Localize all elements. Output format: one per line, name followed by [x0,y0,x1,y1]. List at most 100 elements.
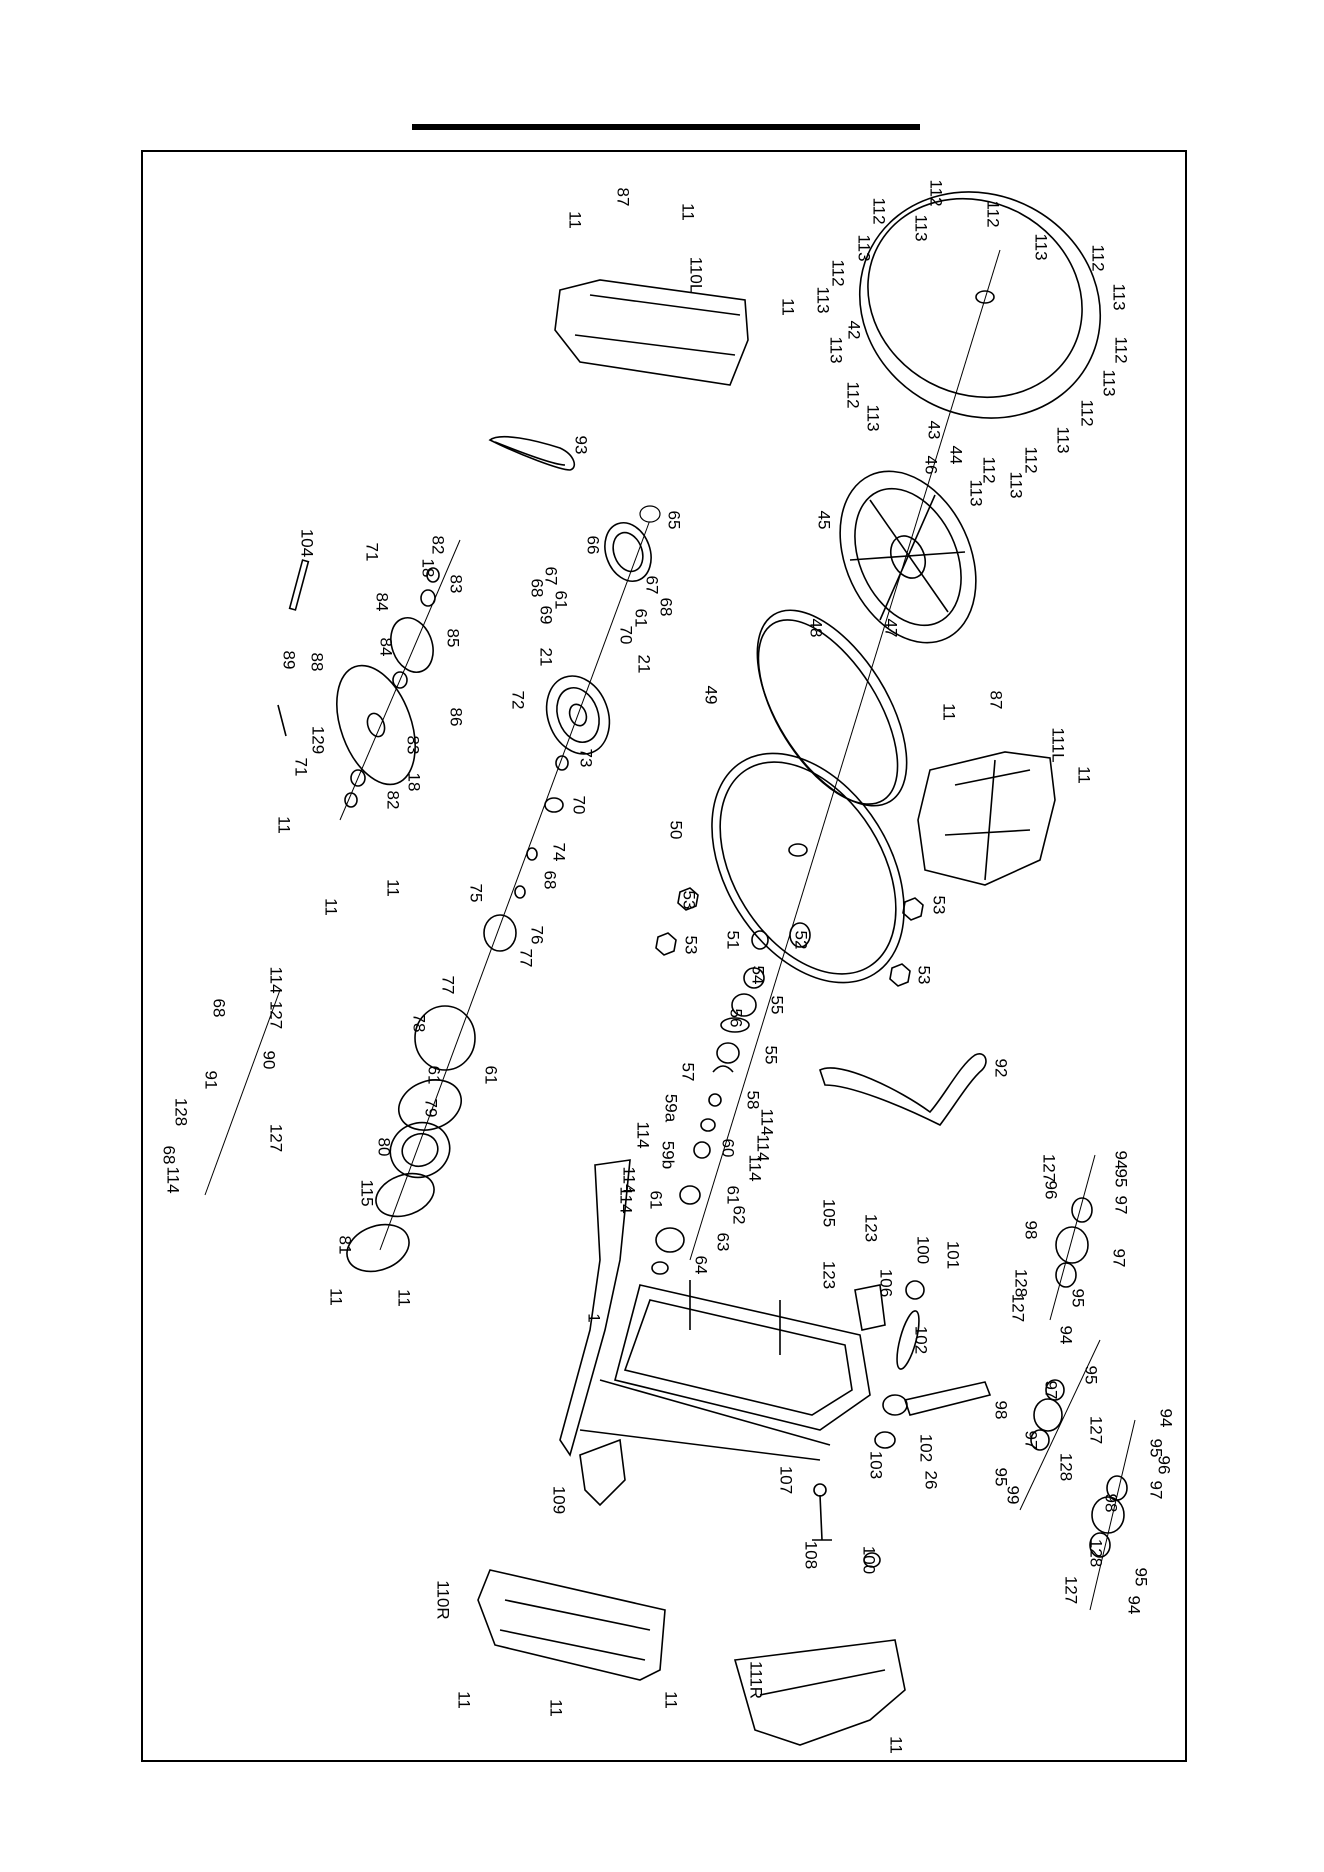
part-callout-c59: 49 [702,686,721,705]
part-callout-c76: 75 [467,884,486,903]
part-callout-c40: 85 [444,629,463,648]
part-callout-c133: 101 [944,1241,963,1269]
part-callout-c12: 112 [984,200,1003,227]
part-callout-c67: 18 [405,773,424,792]
part-callout-c166: 95 [1132,1568,1151,1587]
part-callout-c64: 129 [309,726,328,754]
part-callout-c86: 54 [749,966,768,985]
part-callout-c24: 42 [845,321,864,340]
part-callout-c92: 78 [410,1014,429,1033]
part-callout-c29: 44 [947,446,966,465]
part-callout-c35: 82 [429,536,448,555]
part-callout-c107: 114 [634,1121,653,1148]
part-callout-c112: 59b [659,1141,678,1169]
side-bracket-part [917,751,1056,886]
part-callout-c139: 11 [395,1289,414,1307]
part-callout-c23: 113 [967,479,986,506]
part-callout-c78: 53 [680,891,699,910]
part-callout-c111: 68 [160,1146,179,1165]
part-callout-c70: 11 [275,816,294,834]
part-callout-c104: 59a [662,1094,681,1123]
part-callout-c8: 112 [870,197,889,224]
part-callout-c22: 112 [980,456,999,483]
part-callout-c93: 56 [727,1009,746,1028]
part-callout-c149: 102 [917,1434,936,1462]
part-callout-c143: 1 [585,1313,604,1322]
part-callout-c129: 123 [862,1214,881,1242]
part-callout-c172: 11 [662,1691,681,1709]
part-callout-c117: 127 [1040,1154,1059,1182]
part-callout-c41: 84 [377,638,396,657]
part-callout-c61: 11 [940,703,959,721]
part-callout-c42: 66 [584,536,603,555]
part-callout-c53: 48 [807,619,826,638]
part-callout-c72: 50 [667,821,686,840]
part-callout-c54: 47 [882,619,901,638]
part-callout-c156: 26 [922,1471,941,1490]
left-shaft-parts [277,559,440,808]
part-callout-c45: 61 [552,591,571,610]
part-callout-c34: 104 [298,529,317,557]
part-callout-c5: 11 [779,298,798,316]
title-underline [412,124,920,130]
part-callout-c52: 21 [635,655,654,674]
part-callout-c17: 113 [1100,369,1119,396]
part-callout-c103: 128 [172,1098,191,1126]
part-callout-c1: 11 [566,211,585,229]
part-callout-c4: 110L [687,257,706,294]
part-callout-c7: 113 [912,214,931,241]
part-callout-c118: 95 [1112,1169,1131,1188]
part-callout-c96: 91 [202,1071,221,1090]
part-callout-c6: 112 [927,179,946,206]
part-callout-c135: 123 [820,1261,839,1289]
part-callout-c110: 60 [719,1139,738,1158]
main-frame-part [559,1159,871,1461]
part-callout-c13: 113 [1032,233,1051,260]
part-callout-c94: 90 [260,1051,279,1070]
part-callout-c46: 69 [537,606,556,625]
pulley-parts [545,505,661,755]
part-callout-c81: 77 [517,949,536,968]
part-callout-c159: 99 [1004,1486,1023,1505]
part-callout-c165: 128 [1087,1539,1106,1567]
part-callout-c108: 114 [754,1134,773,1161]
part-callout-c146: 97 [1042,1381,1061,1400]
part-callout-c174: 11 [887,1736,906,1754]
part-callout-c170: 11 [455,1691,474,1709]
assembly-axes [204,249,1136,1611]
part-callout-c88: 114 [267,966,286,993]
part-callout-c2: 87 [614,188,633,207]
part-callout-c37: 18 [419,559,438,578]
part-callout-c115: 114 [164,1166,183,1193]
roller-sets [1030,1197,1128,1558]
part-callout-c164: 100 [860,1546,879,1574]
part-callout-c85: 53 [682,936,701,955]
part-callout-c116: 114 [620,1166,639,1193]
part-callout-c14: 112 [1089,244,1108,271]
part-callout-c33: 45 [815,511,834,530]
diagram-frame [141,150,1187,1762]
part-callout-c39: 84 [373,593,392,612]
part-callout-c152: 127 [1087,1416,1106,1444]
part-callout-c28: 43 [925,421,944,440]
part-callout-c134: 64 [692,1256,711,1275]
part-callout-c167: 127 [1062,1576,1081,1604]
part-callout-c145: 95 [1082,1366,1101,1385]
mid-shaft-parts [346,755,569,1273]
part-callout-c169: 110R [434,1580,453,1619]
nut-parts [655,887,924,987]
part-callout-c18: 112 [1078,399,1097,426]
part-callout-c95: 55 [762,1046,781,1065]
part-callout-c162: 109 [550,1486,569,1514]
belt-ring-parts [711,609,908,984]
part-callout-c144: 102 [912,1326,931,1354]
part-callout-c124: 61 [724,1186,743,1205]
part-callout-c51: 70 [617,626,636,645]
part-callout-c44: 68 [528,579,547,598]
part-callout-c137: 128 [1012,1269,1031,1297]
part-callout-c105: 114 [758,1108,777,1135]
part-callout-c82: 77 [439,976,458,995]
part-callout-c31: 93 [572,436,591,455]
part-callout-c47: 21 [537,648,556,667]
part-callout-c161: 98 [1102,1494,1121,1513]
